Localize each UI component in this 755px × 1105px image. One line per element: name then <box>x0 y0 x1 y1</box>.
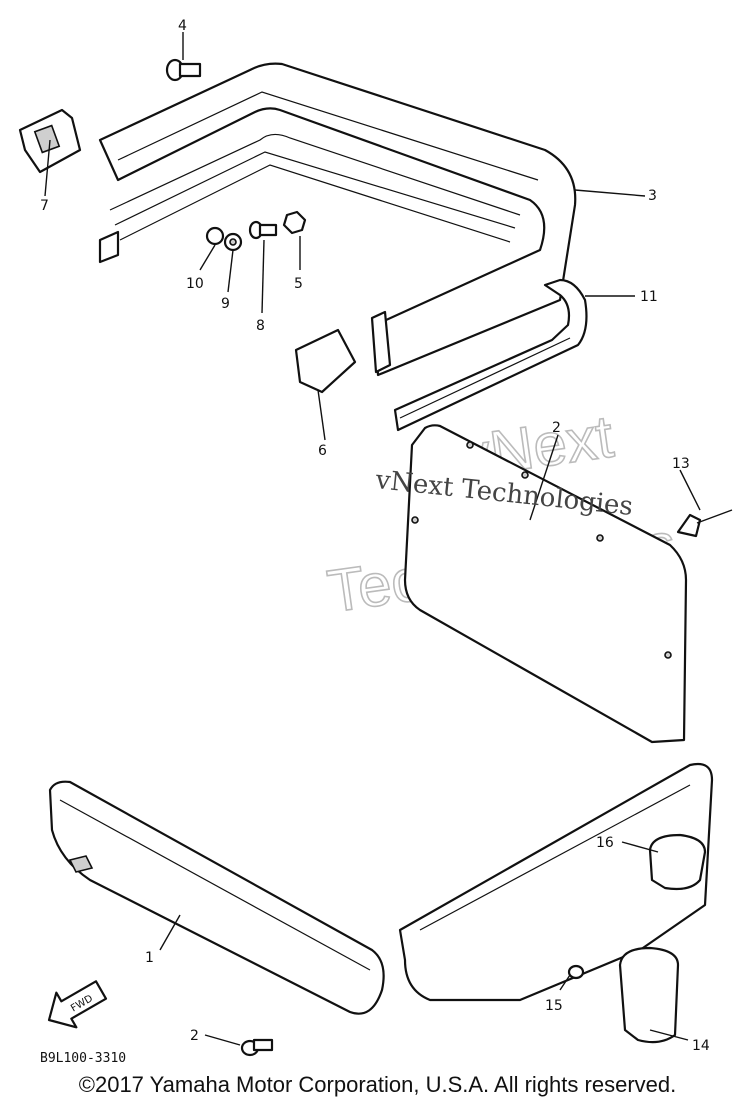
callout-4: 4 <box>178 18 187 34</box>
part-6-cap <box>294 328 357 394</box>
fwd-arrow: FWD <box>47 980 108 1029</box>
leader-lines <box>44 32 701 1046</box>
callout-2-upper: 2 <box>552 420 561 436</box>
part-11-seal <box>393 278 588 432</box>
callout-13: 13 <box>672 456 690 472</box>
part-5-nut <box>282 210 307 235</box>
part-2-panel <box>403 424 688 744</box>
part-2-bolt <box>240 1038 274 1057</box>
part-13-rivet <box>676 509 733 538</box>
copyright-notice: ©2017 Yamaha Motor Corporation, U.S.A. A… <box>78 1072 677 1097</box>
callout-8: 8 <box>256 318 265 334</box>
callout-3: 3 <box>648 188 657 204</box>
part-3-frame <box>98 62 577 377</box>
callout-2-lower: 2 <box>190 1028 199 1044</box>
part-14-collar <box>618 946 680 1044</box>
diagram-part-code: B9L100-3310 <box>40 1051 126 1065</box>
callout-15: 15 <box>545 998 563 1014</box>
callout-numbers: 4 7 3 11 5 10 9 8 6 2 13 16 1 2 15 14 <box>40 18 710 1054</box>
callout-10: 10 <box>186 276 204 292</box>
callout-11: 11 <box>640 289 658 305</box>
callout-14: 14 <box>692 1038 710 1054</box>
callout-9: 9 <box>221 296 230 312</box>
callout-16: 16 <box>596 835 614 851</box>
part-4-bolt <box>165 58 202 82</box>
small-hardware <box>205 210 307 252</box>
part-15-clip <box>567 964 585 980</box>
part-10-washer <box>205 226 225 246</box>
exploded-parts-diagram: vNext Technologies <box>18 18 733 1065</box>
callout-1: 1 <box>145 950 154 966</box>
callout-6: 6 <box>318 443 327 459</box>
part-16-bushing <box>648 833 707 891</box>
callout-7: 7 <box>40 198 49 214</box>
callout-5: 5 <box>294 276 303 292</box>
lower-frame <box>398 762 714 1044</box>
part-1-bumper <box>48 780 385 1015</box>
